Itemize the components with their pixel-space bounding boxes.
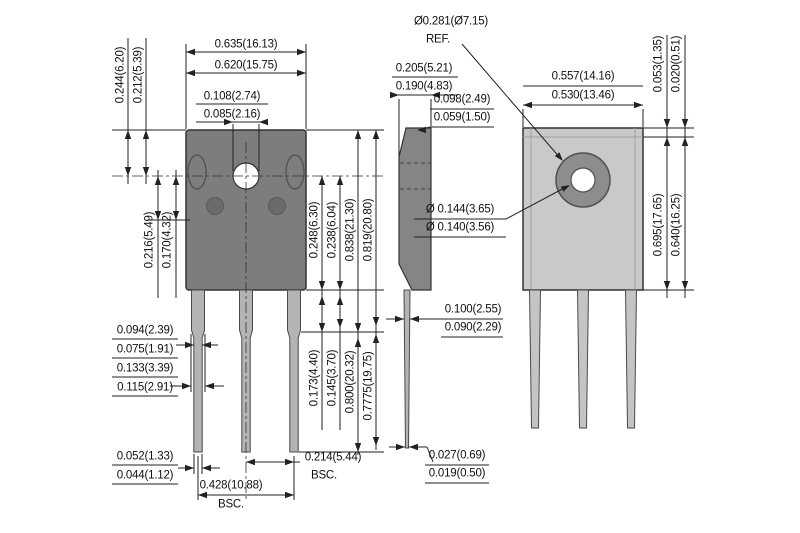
side-view-body — [398, 127, 432, 449]
dim-front-hole-dia-max: 0.108(2.74) — [203, 90, 261, 103]
lead-3 — [287, 289, 301, 453]
dim-lead-span: 0.428(10.88) — [199, 479, 263, 492]
dim-hole-ref-note: REF. — [425, 33, 451, 46]
front-view-leads — [191, 289, 301, 453]
dim-lead-span-note: BSC. — [217, 498, 245, 511]
dim-hole-ref-dia: Ø0.281(Ø7.15) — [413, 15, 489, 28]
dim-top-to-center-min: 0.212(5.39) — [132, 46, 145, 104]
back-lead-1 — [528, 289, 542, 429]
dim-body-height-max: 0.838(21.30) — [344, 198, 357, 262]
dim-lead-width-min: 0.075(1.91) — [116, 343, 174, 356]
dim-lead-pitch: 0.214(5.44) — [304, 451, 362, 464]
dim-hole-dia-max: Ø 0.144(3.65) — [425, 203, 495, 216]
dim-shoulder-width-min: 0.115(2.91) — [117, 381, 173, 394]
dim-tab-thickness-min: 0.059(1.50) — [433, 111, 491, 124]
dim-lead-pitch-note: BSC. — [310, 469, 338, 482]
dim-center-to-base-min: 0.238(6.04) — [326, 201, 339, 259]
dim-lead-length-max: 0.800(20.32) — [344, 350, 357, 414]
dim-back-width-min: 0.530(13.46) — [551, 89, 615, 102]
dim-shoulder-length-min: 0.145(3.70) — [326, 349, 339, 407]
dim-back-height-max: 0.695(17.65) — [652, 193, 665, 257]
dim-lead-thickness-max: 0.100(2.55) — [444, 303, 502, 316]
tab-hole-inner — [570, 167, 596, 193]
dim-back-height-min: 0.640(16.25) — [670, 193, 683, 257]
dim-top-to-center-max: 0.244(6.20) — [114, 46, 127, 104]
back-view-leads — [528, 289, 638, 429]
back-view-body — [522, 127, 644, 291]
back-view-dimension-lines — [522, 35, 694, 298]
lead-1 — [191, 289, 205, 453]
recess-left — [206, 197, 224, 215]
recess-right — [268, 197, 286, 215]
dim-step-max: 0.053(1.35) — [652, 35, 665, 93]
left-notch — [187, 154, 207, 190]
dim-lead-length-min: 0.7775(19.75) — [362, 351, 375, 421]
dim-front-width-min: 0.620(15.75) — [214, 59, 278, 72]
back-lead-2 — [576, 289, 590, 429]
dim-tip-thickness-min: 0.019(0.50) — [428, 467, 486, 480]
centerlines — [112, 142, 384, 500]
back-lead-3 — [624, 289, 638, 429]
dim-body-height-min: 0.819(20.80) — [362, 198, 375, 262]
dim-lead-thickness-min: 0.090(2.29) — [444, 321, 502, 334]
dim-body-thickness-min: 0.190(4.83) — [395, 80, 453, 93]
dim-body-thickness-max: 0.205(5.21) — [395, 62, 453, 75]
dim-center-to-notch-min: 0.170(4.32) — [161, 211, 174, 269]
dim-tip-width-max: 0.052(1.33) — [116, 450, 174, 463]
dim-center-to-notch-max: 0.216(5.49) — [143, 211, 156, 269]
dim-step-min: 0.020(0.51) — [670, 35, 683, 93]
side-lead — [403, 289, 411, 449]
front-view-dimension-lines — [112, 38, 384, 500]
dim-tab-thickness-max: 0.098(2.49) — [433, 93, 491, 106]
dim-front-width-max: 0.635(16.13) — [214, 38, 278, 51]
dim-lead-width-max: 0.094(2.39) — [116, 324, 174, 337]
dimension-arrowheads — [124, 48, 689, 499]
dim-shoulder-width-max: 0.133(3.39) — [116, 362, 174, 375]
dim-hole-dia-min: Ø 0.140(3.56) — [425, 221, 495, 234]
right-notch — [285, 154, 305, 190]
dim-shoulder-length-max: 0.173(4.40) — [308, 349, 321, 407]
dim-tip-thickness-max: 0.027(0.69) — [428, 449, 486, 462]
dim-back-width-max: 0.557(14.16) — [551, 70, 615, 83]
dim-front-hole-dia-min: 0.085(2.16) — [203, 108, 261, 121]
dim-center-to-base-max: 0.248(6.30) — [308, 201, 321, 259]
dim-tip-width-min: 0.044(1.12) — [116, 469, 174, 482]
